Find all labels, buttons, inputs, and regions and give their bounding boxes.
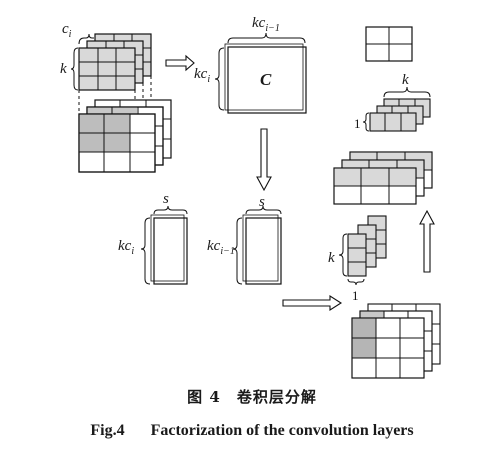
k-brace-right [383,86,431,98]
column-matrix-left [153,217,188,285]
s-brace-mid [245,205,282,215]
arrow-down [256,128,272,192]
ci-brace [78,33,94,45]
column-matrix-mid [245,217,282,285]
arrow-to-matrix [165,54,195,72]
k-label-right: k [402,72,409,88]
kc-left-brace [214,47,225,111]
intermediate-volume [333,151,433,205]
caption-chinese-title: 卷积层分解 [236,388,317,406]
kc-col-mid-brace [232,217,243,285]
caption-english: Fig.4 Factorization of the convolution la… [0,422,504,440]
one-brace-right [362,112,370,132]
arrow-right-bottom [282,294,343,312]
kc-col-left-label: kci [118,238,134,257]
row-filter-stack [369,98,431,132]
k-label-lower: k [328,250,335,266]
k-brace-left [70,47,79,91]
column-filter-stack [347,215,387,277]
kc-col-mid-label: kci−1 [207,238,235,257]
s-label-left: s [163,191,169,207]
s-label-mid: s [259,194,265,210]
output-grid [365,26,413,62]
caption-english-title: Factorization of the convolution layers [150,422,414,439]
ci-label: ci [62,21,72,40]
k-label-left: k [60,61,67,77]
input-volume-right [351,303,441,379]
kc-top-brace [227,32,306,44]
one-label-right: 1 [354,116,361,131]
filter-stack [78,33,152,91]
input-volume [78,99,172,173]
kc-left-label: kci [194,66,210,85]
arrow-up [419,209,435,273]
caption-english-number: Fig.4 [90,422,125,439]
caption-chinese: 图 4 卷积层分解 [0,386,504,407]
one-brace-lower [347,278,365,286]
s-brace-left [153,205,188,215]
kc-top-label: kci−1 [252,15,280,34]
k-brace-lower [338,233,348,277]
kc-col-left-brace [140,217,151,285]
caption-chinese-number: 图 4 [187,388,221,406]
matrix-c-label: C [260,70,272,89]
one-label-lower: 1 [352,288,359,303]
matrix-c [227,46,307,114]
